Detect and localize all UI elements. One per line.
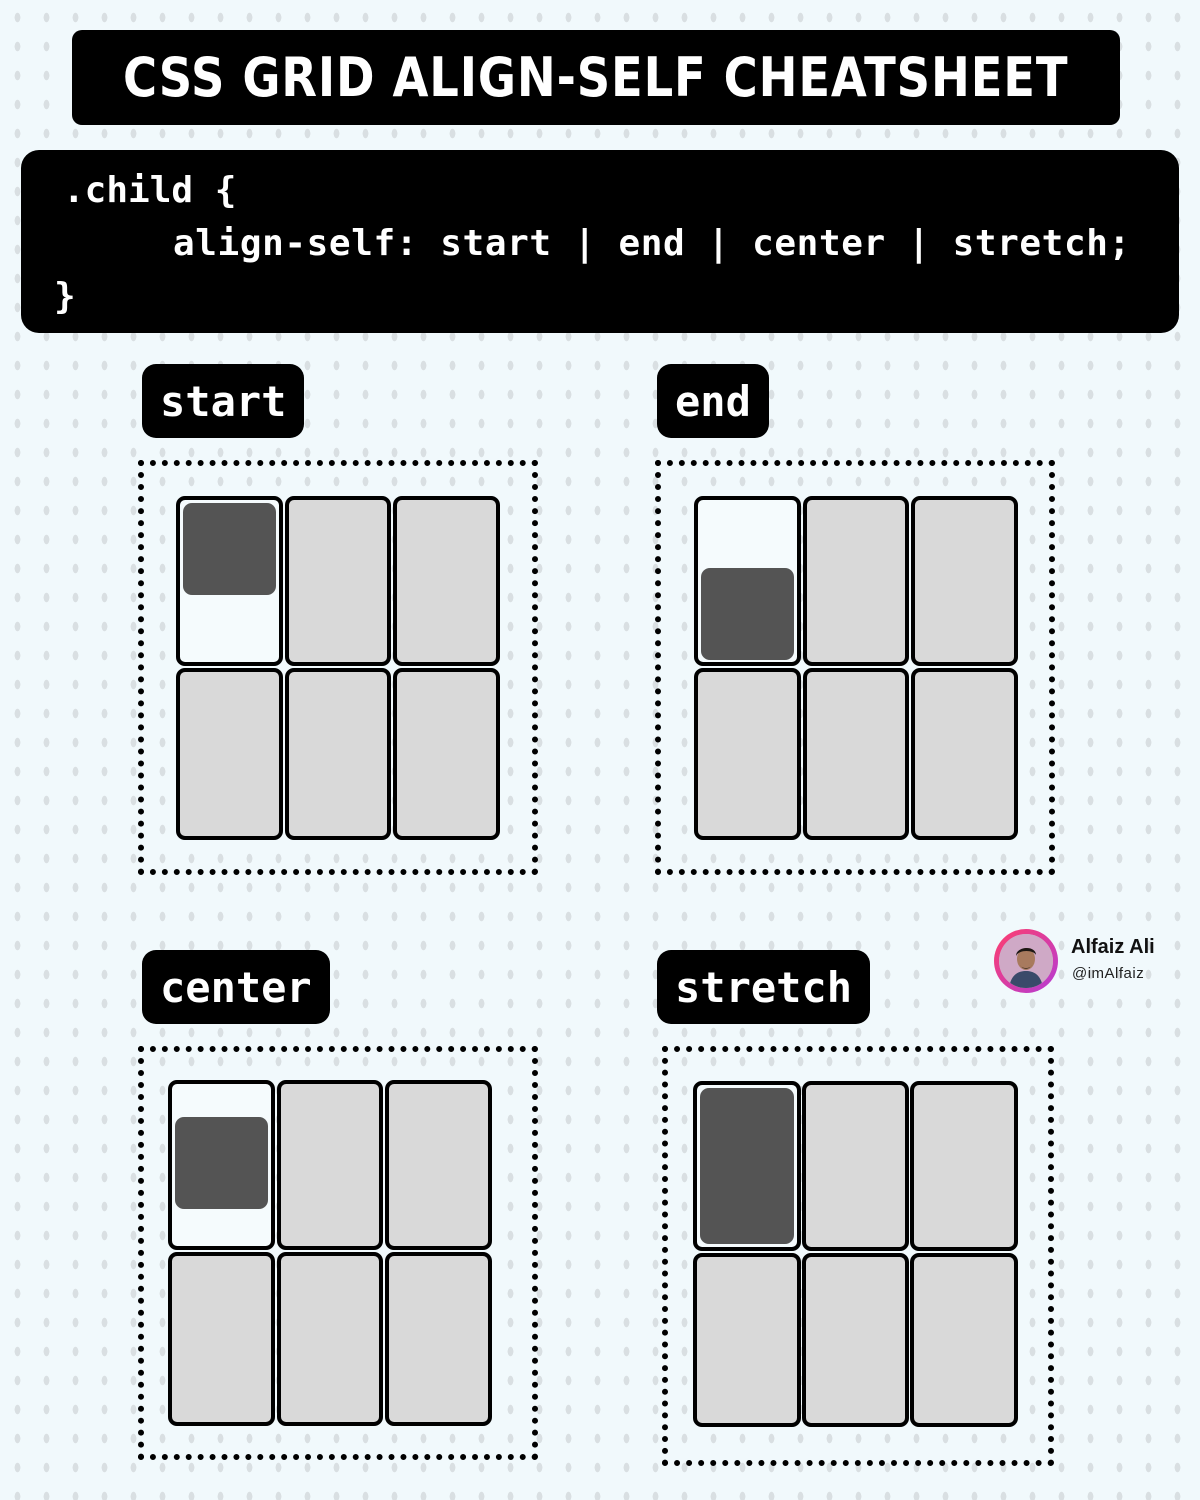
grid-cell <box>910 1253 1018 1427</box>
grid-cell-target <box>176 496 283 666</box>
grid-cell-target <box>694 496 801 666</box>
grid-cell <box>911 668 1018 840</box>
title-banner: CSS GRID ALIGN-SELF CHEATSHEET <box>72 30 1120 125</box>
grid-cell <box>693 1253 801 1427</box>
grid-container-stretch <box>662 1046 1054 1466</box>
grid-cell <box>385 1252 492 1426</box>
code-line-close-brace: } <box>54 276 76 317</box>
person-icon <box>999 934 1053 988</box>
grid-cell <box>176 668 283 840</box>
aligned-item-end <box>701 568 794 660</box>
grid-cell <box>285 496 391 666</box>
grid-cell <box>803 668 909 840</box>
code-line-declaration: align-self: start | end | center | stret… <box>173 223 1131 264</box>
label-start: start <box>142 364 305 438</box>
grid-cell <box>393 496 500 666</box>
grid-cell <box>277 1252 383 1426</box>
grid-cell <box>694 668 801 840</box>
grid-cell-target <box>693 1081 801 1251</box>
grid-cell <box>285 668 391 840</box>
aligned-item-center <box>175 1117 268 1209</box>
label-end: end <box>657 364 769 438</box>
grid-container-end <box>655 460 1055 875</box>
label-center: center <box>142 950 330 1024</box>
author-handle: @imAlfaiz <box>1072 965 1145 982</box>
code-line-selector: .child { <box>63 170 237 211</box>
grid-cell <box>168 1252 275 1426</box>
grid-cell <box>277 1080 383 1250</box>
avatar-photo <box>999 934 1053 988</box>
code-snippet: .child { align-self: start | end | cente… <box>21 150 1179 333</box>
grid-cell-target <box>168 1080 275 1250</box>
grid-cell <box>911 496 1018 666</box>
label-stretch: stretch <box>657 950 871 1024</box>
page-title: CSS GRID ALIGN-SELF CHEATSHEET <box>123 46 1069 109</box>
grid-cell <box>385 1080 492 1250</box>
aligned-item-stretch <box>700 1088 794 1244</box>
grid-cell <box>910 1081 1018 1251</box>
avatar <box>994 929 1058 993</box>
author-name: Alfaiz Ali <box>1071 936 1155 958</box>
grid-cell <box>393 668 500 840</box>
aligned-item-start <box>183 503 276 595</box>
grid-cell <box>802 1081 909 1251</box>
grid-cell <box>802 1253 909 1427</box>
grid-cell <box>803 496 909 666</box>
author-badge: Alfaiz Ali @imAlfaiz <box>994 929 1194 993</box>
grid-container-start <box>138 460 538 875</box>
grid-container-center <box>138 1046 538 1460</box>
